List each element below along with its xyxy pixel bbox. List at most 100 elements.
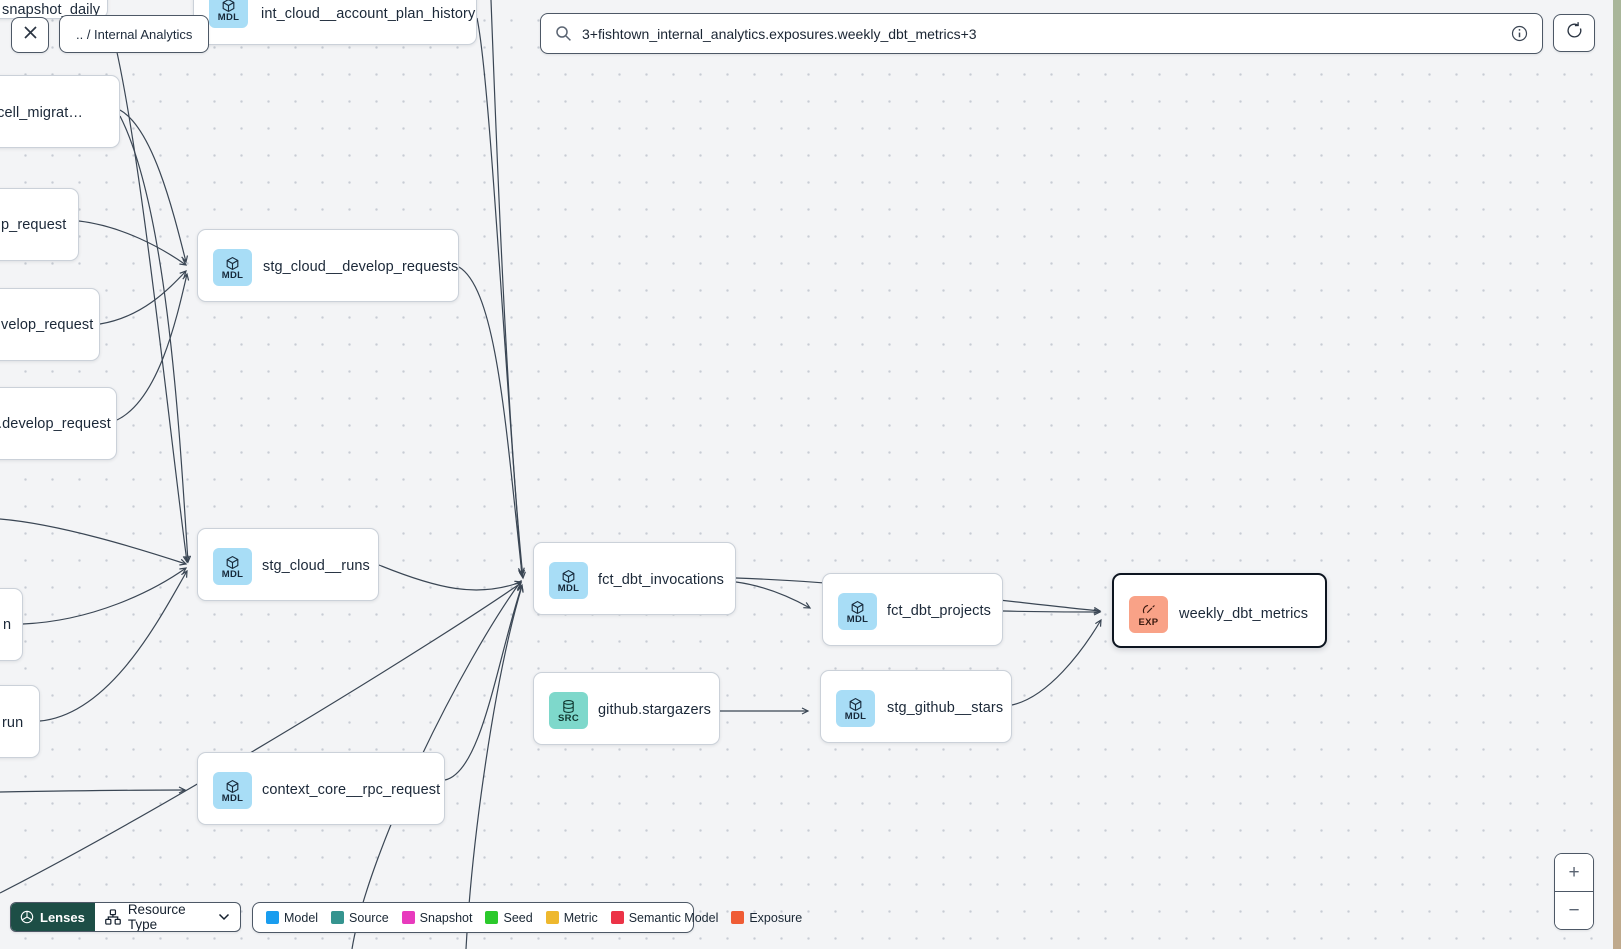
graph-node-fct-dbt-projects[interactable]: MDL fct_dbt_projects <box>822 573 1003 646</box>
legend-label: Seed <box>503 910 533 925</box>
legend-swatch <box>331 911 345 924</box>
legend-label: Metric <box>563 910 598 925</box>
chevron-down-icon <box>218 913 230 921</box>
badge-code: MDL <box>217 12 240 23</box>
node-label: fct_dbt_invocations <box>598 572 725 588</box>
resource-type-dropdown[interactable]: Resource Type <box>95 903 240 931</box>
graph-node-context-core-rpc-request[interactable]: MDL context_core__rpc_request <box>197 752 445 825</box>
legend-swatch <box>610 911 624 924</box>
graph-node-develop-request[interactable]: .develop_request <box>0 387 117 460</box>
node-label: weekly_dbt_metrics <box>1179 606 1309 622</box>
zoom-controls: + − <box>1554 853 1594 930</box>
gauge-icon <box>1141 603 1156 618</box>
legend-item-exposure: Exposure <box>731 911 802 925</box>
lineage-edge <box>458 266 522 574</box>
lineage-edge <box>0 583 521 894</box>
close-button[interactable] <box>11 17 49 53</box>
resource-type-label: Resource Type <box>127 902 186 932</box>
refresh-icon <box>1565 21 1584 45</box>
graph-node-snapshot-daily[interactable]: snapshot_daily <box>0 0 108 19</box>
lineage-edge <box>378 564 521 591</box>
graph-node-weekly-dbt-metrics[interactable]: EXP weekly_dbt_metrics <box>1112 573 1327 648</box>
legend-label: Snapshot <box>419 910 473 925</box>
legend-item-semantic-model: Semantic Model <box>610 911 718 925</box>
legend-swatch <box>485 911 499 924</box>
badge-code: SRC <box>558 713 579 724</box>
node-label: p_request <box>1 217 67 233</box>
graph-node-p-request[interactable]: p_request <box>0 188 79 261</box>
lenses-icon <box>20 910 34 924</box>
graph-node-stg-github-stars[interactable]: MDL stg_github__stars <box>820 670 1012 743</box>
lenses-bar: Lenses Resource Type <box>10 902 241 932</box>
package-icon <box>225 555 240 570</box>
node-label: n <box>3 617 12 633</box>
badge-code: EXP <box>1138 617 1159 628</box>
legend-swatch <box>545 911 559 924</box>
badge-code: MDL <box>221 793 244 804</box>
node-label: github.stargazers <box>598 702 711 718</box>
exposure-badge: EXP <box>1129 596 1168 633</box>
lineage-edge <box>22 568 186 625</box>
refresh-button[interactable] <box>1553 14 1595 52</box>
lineage-edge <box>108 19 187 562</box>
model-badge: MDL <box>213 548 252 585</box>
legend-item-seed: Seed <box>485 910 533 925</box>
model-badge: MDL <box>213 249 252 286</box>
zoom-in-button[interactable]: + <box>1555 854 1593 892</box>
model-badge: MDL <box>836 690 875 727</box>
node-label: run <box>2 715 24 731</box>
node-label: int_cloud__account_plan_history <box>261 6 476 22</box>
legend-item-metric: Metric <box>545 910 598 925</box>
graph-node-github-stargazers[interactable]: SRC github.stargazers <box>533 672 720 745</box>
node-label: fct_dbt_projects <box>887 603 991 619</box>
graph-node-fct-dbt-invocations[interactable]: MDL fct_dbt_invocations <box>533 542 736 615</box>
badge-code: MDL <box>846 614 869 625</box>
legend-swatch <box>266 911 279 924</box>
node-label: stg_github__stars <box>887 700 1004 716</box>
lineage-edge <box>119 109 186 262</box>
lineage-edge <box>1002 611 1100 612</box>
search-bar <box>540 13 1543 54</box>
model-badge: MDL <box>838 593 877 630</box>
model-badge: MDL <box>549 562 588 599</box>
graph-node-run-fragment[interactable]: run <box>0 685 40 758</box>
lineage-edge <box>78 220 186 265</box>
package-icon <box>848 697 863 712</box>
zoom-out-button[interactable]: − <box>1555 892 1593 929</box>
lineage-edge <box>465 586 522 949</box>
model-badge: MDL <box>209 0 248 28</box>
legend-label: Exposure <box>749 910 803 925</box>
node-label: .develop_request <box>0 416 111 432</box>
lineage-edge <box>735 581 810 608</box>
database-icon <box>561 699 576 714</box>
package-icon <box>850 600 865 615</box>
lineage-edge <box>490 0 523 578</box>
graph-node-int-cloud-account-plan-history[interactable]: MDL int_cloud__account_plan_history <box>193 0 477 45</box>
lenses-label: Lenses <box>40 909 85 925</box>
lineage-edge <box>444 585 522 781</box>
lineage-edge <box>99 271 186 325</box>
graph-node-velop-request[interactable]: velop_request <box>0 288 100 361</box>
package-icon <box>561 569 576 584</box>
graph-node-multicell-migrat[interactable]: multicell_migrat… <box>0 75 120 148</box>
desktop-edge-strip <box>1613 0 1621 949</box>
lineage-edge <box>0 518 186 564</box>
badge-code: MDL <box>844 711 867 722</box>
info-icon[interactable] <box>1511 25 1528 42</box>
badge-code: MDL <box>557 583 580 594</box>
lineage-edge <box>39 571 187 722</box>
breadcrumb[interactable]: .. / Internal Analytics <box>59 15 210 53</box>
lineage-edge <box>119 115 188 562</box>
lineage-edge <box>1011 620 1101 706</box>
package-icon <box>225 256 240 271</box>
model-badge: MDL <box>213 772 252 809</box>
graph-node-n-fragment[interactable]: n <box>0 588 23 661</box>
package-icon <box>225 779 240 794</box>
search-input[interactable] <box>582 25 1501 42</box>
lenses-button[interactable]: Lenses <box>11 903 95 931</box>
node-label: context_core__rpc_request <box>262 782 441 798</box>
